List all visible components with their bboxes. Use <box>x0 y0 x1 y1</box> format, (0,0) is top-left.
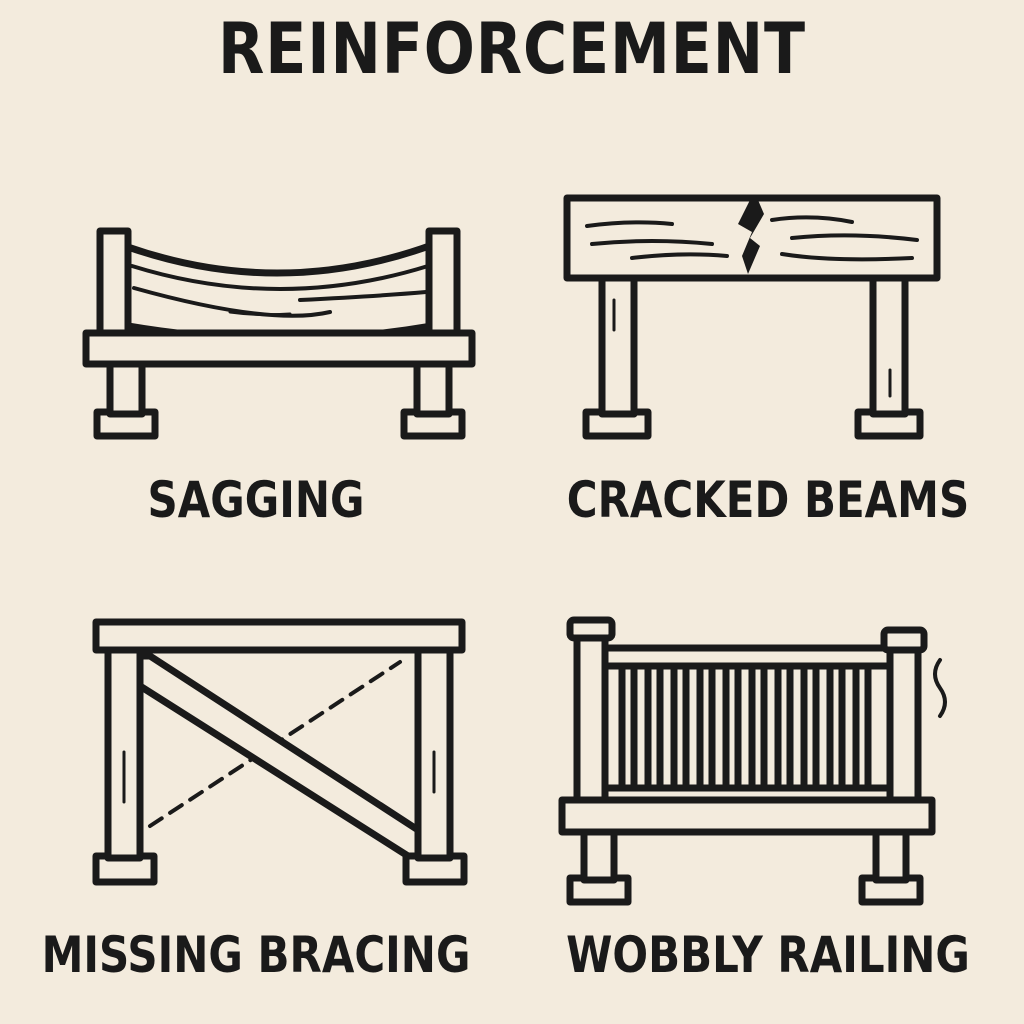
panel-missing-bracing: MISSING BRACING <box>0 512 512 1024</box>
wood-grain <box>585 220 674 228</box>
right-leg <box>872 826 910 884</box>
sagging-board <box>124 241 436 343</box>
top-rail <box>598 644 896 670</box>
deck-platform <box>558 796 936 836</box>
wood-grain <box>770 215 854 224</box>
panel-wobbly-railing: WOBBLY RAILING <box>512 512 1024 1024</box>
panel-label-wobbly-railing: WOBBLY RAILING <box>566 926 970 984</box>
sagging-deck-icon <box>82 227 476 440</box>
panel-label-cracked-beams: CRACKED BEAMS <box>566 471 970 529</box>
right-post-cap <box>880 626 928 654</box>
left-post <box>598 272 638 418</box>
panel-sagging: SAGGING <box>0 0 512 525</box>
right-leg <box>413 356 453 418</box>
left-post <box>573 632 609 806</box>
diagonal-brace <box>136 652 422 860</box>
wood-grain <box>590 239 714 246</box>
balusters <box>618 660 872 798</box>
left-foot <box>582 408 652 440</box>
left-post-cap <box>566 616 616 642</box>
left-leg <box>106 356 146 418</box>
right-post <box>886 646 922 806</box>
wood-grain <box>780 252 914 262</box>
panel-label-sagging: SAGGING <box>147 471 365 529</box>
missing-bracing-icon <box>92 618 468 886</box>
wood-grain <box>228 310 292 317</box>
crack-icon <box>738 200 764 274</box>
top-beam <box>92 618 466 654</box>
cracked-beam-icon <box>563 194 941 440</box>
deck-platform <box>82 329 476 368</box>
left-post <box>96 227 132 338</box>
panel-label-missing-bracing: MISSING BRACING <box>41 926 471 984</box>
wobble-icon <box>933 658 947 718</box>
left-leg <box>580 826 618 884</box>
wobbly-railing-icon <box>558 616 947 906</box>
page-title: REINFORCEMENT <box>218 8 806 90</box>
panel-cracked-beams: CRACKED BEAMS <box>512 0 1024 525</box>
wood-grain <box>298 290 428 302</box>
right-post <box>425 227 461 338</box>
wood-grain <box>630 252 729 260</box>
wood-grain <box>130 264 430 291</box>
wood-grain <box>790 233 919 242</box>
